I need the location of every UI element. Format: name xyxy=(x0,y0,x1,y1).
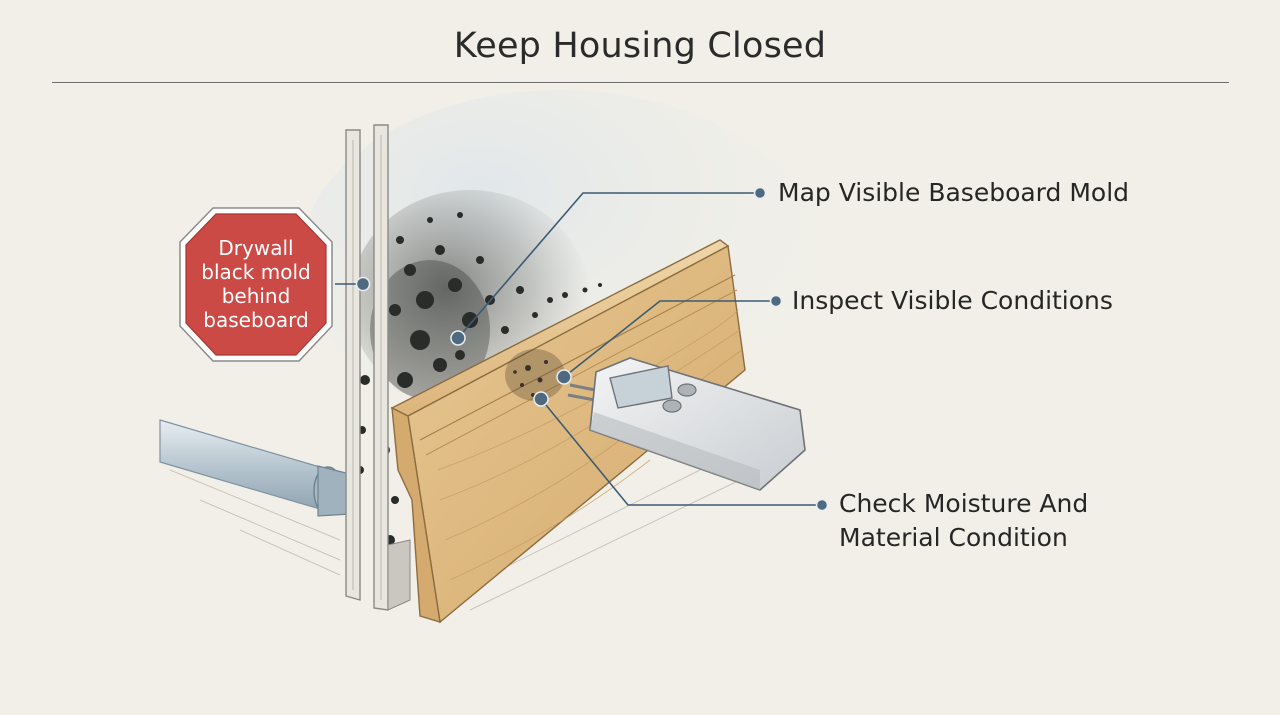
floor-hatching xyxy=(169,469,741,611)
stop-sign-line: Drywall xyxy=(218,236,294,260)
callout-moisture: Check Moisture And Material Condition xyxy=(839,487,1088,555)
stop-sign-icon xyxy=(179,207,333,362)
callout-map-mold: Map Visible Baseboard Mold xyxy=(778,176,1129,210)
stop-sign-line: baseboard xyxy=(203,308,309,332)
callout-text: Check Moisture And xyxy=(839,489,1089,518)
page-title: Keep Housing Closed xyxy=(453,26,827,66)
drywall-panel xyxy=(345,124,411,611)
stop-sign-label: Drywall black mold behind baseboard xyxy=(186,236,326,332)
moisture-meter-icon xyxy=(567,357,806,491)
callout-text: Inspect Visible Conditions xyxy=(792,286,1113,315)
baseboard xyxy=(390,239,746,624)
callout-inspect: Inspect Visible Conditions xyxy=(792,284,1113,318)
leader-dots xyxy=(355,186,829,512)
callout-text: Map Visible Baseboard Mold xyxy=(778,178,1130,207)
callout-text: Material Condition xyxy=(839,523,1068,552)
stop-sign-line: black mold xyxy=(201,260,311,284)
title-divider xyxy=(52,82,1229,83)
stop-sign-line: behind xyxy=(221,284,291,308)
pipe xyxy=(159,419,351,517)
